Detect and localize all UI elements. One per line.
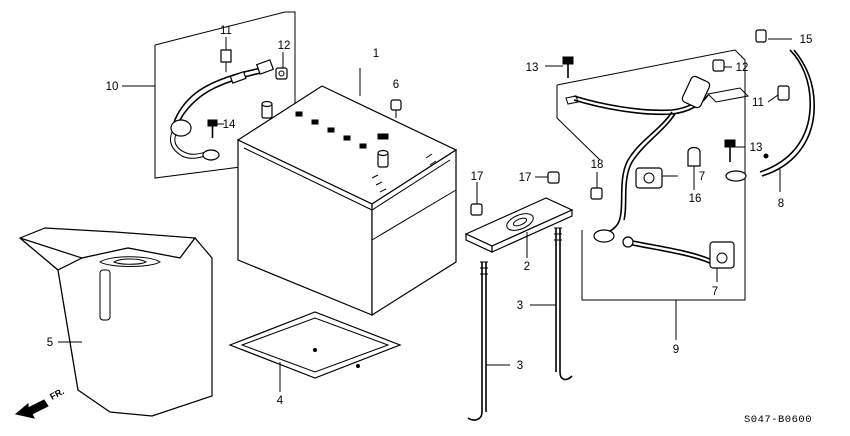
- callout-2: 2: [524, 261, 530, 273]
- nut-part-12-left: [275, 67, 288, 80]
- nut-part-18: [590, 187, 603, 200]
- callout-18: 18: [591, 159, 604, 171]
- callout-5: 5: [47, 337, 53, 349]
- front-direction-arrow: [14, 399, 49, 419]
- clip-part-7-bottom: [709, 241, 735, 269]
- callout-7-upper: 7: [699, 171, 705, 183]
- ground-cable-part-8: [725, 29, 815, 182]
- callout-17-right: 17: [519, 172, 532, 184]
- bolt-part-13-right: [724, 139, 736, 162]
- callout-3-lower: 3: [517, 360, 523, 372]
- callout-13-right: 13: [750, 142, 763, 154]
- nut-part-17-left: [470, 203, 483, 216]
- hold-down-bracket-part: [464, 197, 574, 253]
- callout-11-left: 11: [220, 25, 232, 37]
- callout-17-left: 17: [471, 171, 484, 183]
- callout-13-left: 13: [526, 62, 539, 74]
- clip-part-7-top: [635, 167, 663, 189]
- callout-15: 15: [800, 34, 813, 46]
- callout-12-right: 12: [736, 62, 749, 74]
- bolt-part-11-left: [220, 49, 232, 72]
- bolt-part-14: [207, 119, 218, 138]
- callout-7-lower: 7: [712, 286, 718, 298]
- group-box-positive-cable: [556, 49, 746, 301]
- j-bolt-right: [554, 227, 573, 381]
- callout-10: 10: [106, 81, 119, 93]
- battery-cover-part: [18, 227, 213, 417]
- battery-tray-part: [228, 311, 402, 379]
- bolt-part-11-right: [777, 85, 790, 101]
- callout-9: 9: [673, 344, 679, 356]
- vent-plug-part-6: [390, 99, 402, 118]
- bolt-part-13-left: [562, 56, 574, 78]
- negative-cable-part: [169, 59, 275, 161]
- j-bolt-left: [467, 261, 488, 421]
- callout-14: 14: [223, 119, 236, 131]
- callout-12-left: 12: [278, 40, 291, 52]
- callout-4: 4: [277, 395, 284, 407]
- front-direction-label: FR.: [48, 386, 65, 402]
- callout-8: 8: [778, 198, 784, 210]
- callout-16: 16: [689, 193, 702, 205]
- callout-1: 1: [373, 48, 379, 60]
- callout-6: 6: [393, 79, 399, 91]
- callout-3-upper: 3: [517, 300, 523, 312]
- clip-part-16: [687, 146, 701, 190]
- nut-part-12-right: [712, 59, 725, 72]
- battery-part: [236, 85, 458, 317]
- nut-part-17-right: [547, 171, 560, 184]
- callout-11-right: 11: [752, 97, 764, 109]
- group-box-negative-cable: [154, 11, 296, 179]
- positive-cable-part: [565, 75, 750, 265]
- diagram-code: S047-B0600: [744, 414, 812, 426]
